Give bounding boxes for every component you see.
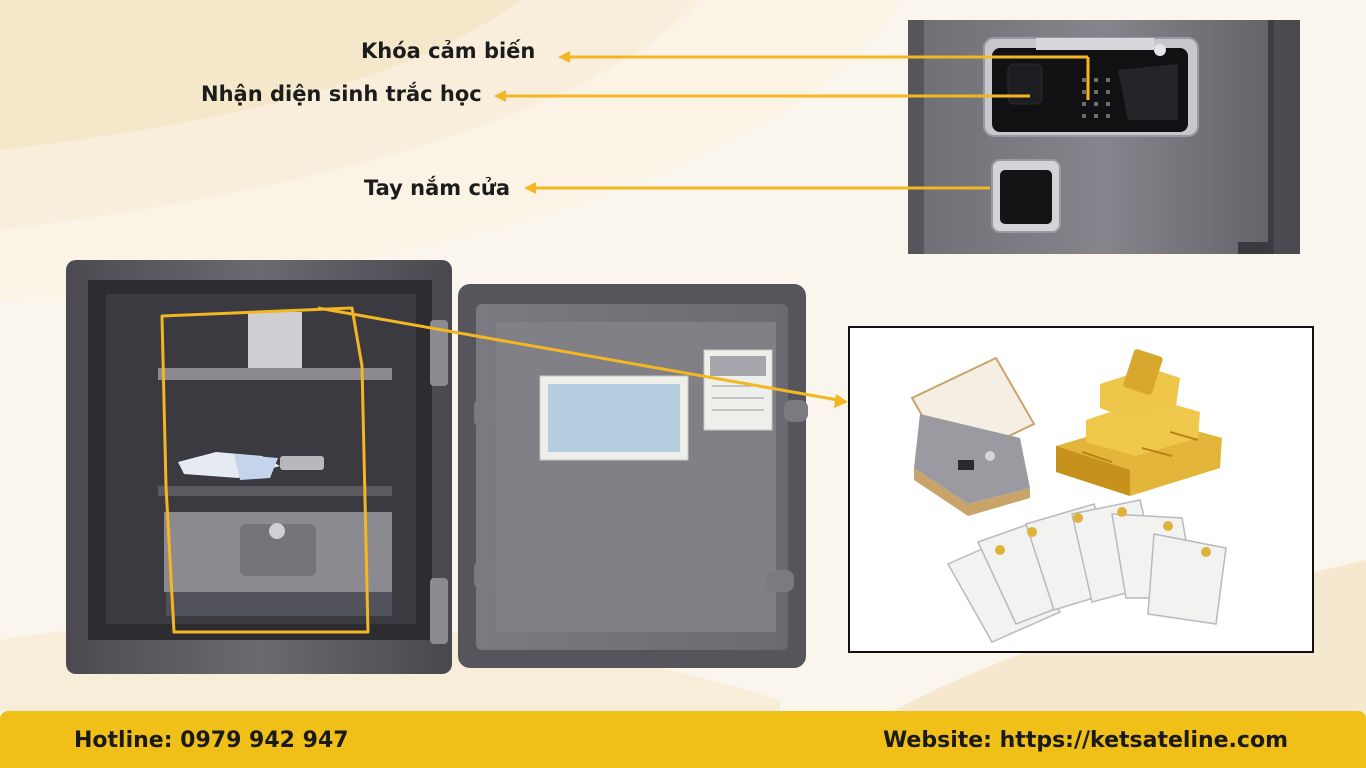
open-safe-photo [66,260,808,674]
biometric-label: Nhận diện sinh trắc học [201,82,482,106]
valuables-panel [848,326,1314,653]
book-safe-icon [910,356,1036,516]
door-handle-label: Tay nắm cửa [364,176,511,200]
sensor-lock-label: Khóa cảm biến [361,39,536,63]
hotline-text: Hotline: 0979 942 947 [74,728,349,753]
documents-icon [946,499,1227,643]
footer-bar: Hotline: 0979 942 947 Website: https://k… [0,711,1366,768]
safe-panel-closeup [908,20,1300,254]
gold-bars-icon [1056,349,1222,496]
website-link[interactable]: Website: https://ketsateline.com [882,728,1288,753]
valuables-illustration [910,349,1227,643]
